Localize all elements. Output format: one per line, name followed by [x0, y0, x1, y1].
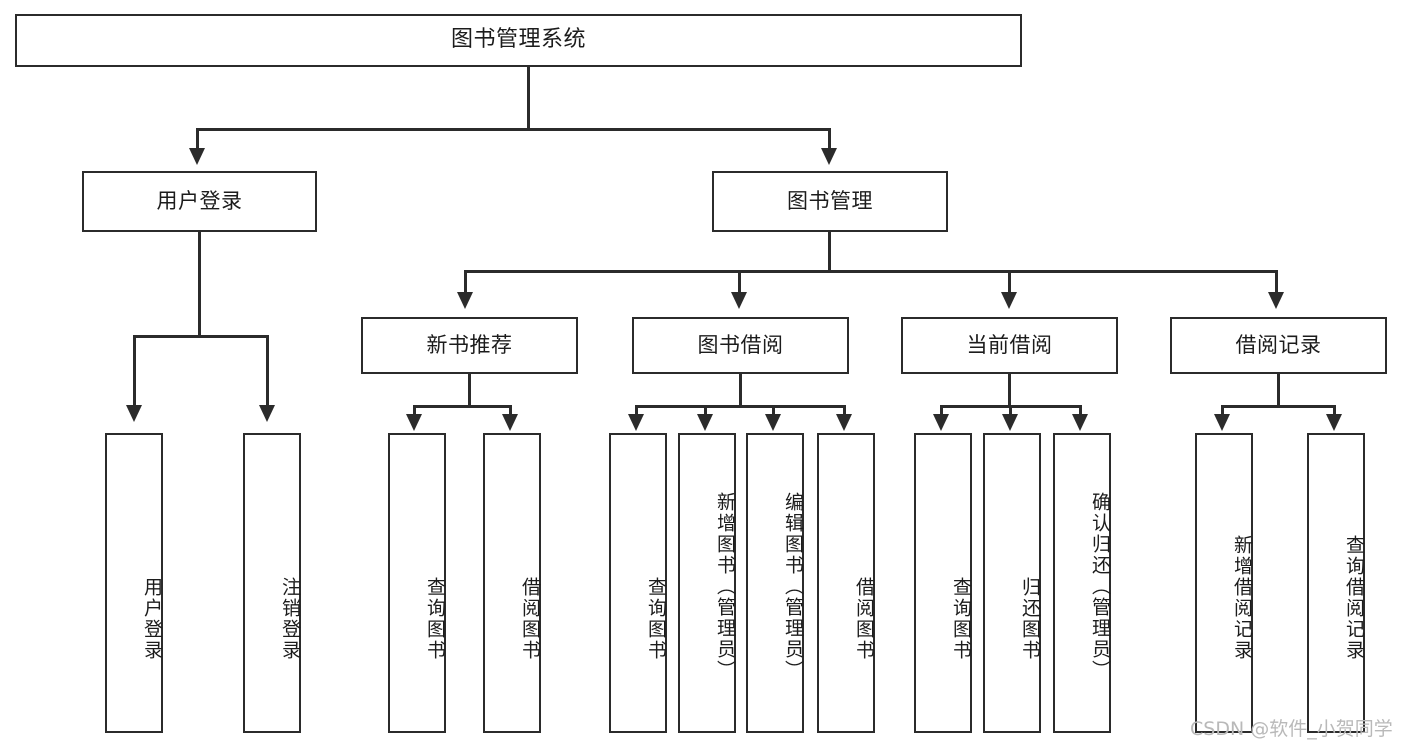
connector-user-login-stem — [198, 232, 201, 337]
arrowhead-leaf-borrow-book-1 — [502, 414, 518, 431]
connector-user-login-drop-2 — [266, 335, 269, 407]
connector-new-book-bus — [413, 405, 512, 408]
connector-book-manage-drop-1 — [464, 270, 467, 294]
arrowhead-user-login — [189, 148, 205, 165]
leaf-query-book-borrow[interactable]: 查询图书 — [609, 433, 667, 733]
leaf-borrow-book-borrow[interactable]: 借阅图书 — [817, 433, 875, 733]
arrowhead-leaf-user-logout — [259, 405, 275, 422]
leaf-add-book-admin[interactable]: 新增图书（管理员） — [678, 433, 736, 733]
leaf-confirm-return-admin[interactable]: 确认归还（管理员） — [1053, 433, 1111, 733]
arrowhead-leaf-return-book — [1002, 414, 1018, 431]
arrowhead-leaf-query-book-3 — [933, 414, 949, 431]
arrowhead-leaf-confirm-return — [1072, 414, 1088, 431]
connector-borrow-record-stem — [1277, 374, 1280, 407]
arrowhead-leaf-borrow-book-2 — [836, 414, 852, 431]
connector-book-borrow-drop-1 — [635, 405, 638, 417]
leaf-return-book[interactable]: 归还图书 — [983, 433, 1041, 733]
connector-book-manage-bus — [464, 270, 1278, 273]
connector-root-stem — [527, 67, 530, 130]
node-borrow-record[interactable]: 借阅记录 — [1170, 317, 1387, 374]
arrowhead-new-book-rec — [457, 292, 473, 309]
connector-new-book-drop-1 — [413, 405, 416, 417]
connector-book-borrow-drop-4 — [843, 405, 846, 417]
node-book-borrow[interactable]: 图书借阅 — [632, 317, 849, 374]
connector-user-login-bus — [133, 335, 269, 338]
arrowhead-borrow-record — [1268, 292, 1284, 309]
connector-current-borrow-drop-3 — [1079, 405, 1082, 417]
connector-book-borrow-stem — [739, 374, 742, 407]
connector-book-borrow-drop-2 — [704, 405, 707, 417]
connector-root-to-book-manage — [828, 128, 831, 151]
leaf-user-login[interactable]: 用户登录 — [105, 433, 163, 733]
connector-user-login-drop-1 — [133, 335, 136, 407]
connector-root-bus — [196, 128, 831, 131]
arrowhead-leaf-add-record — [1214, 414, 1230, 431]
connector-root-to-user-login — [196, 128, 199, 151]
connector-current-borrow-drop-2 — [1009, 405, 1012, 417]
csdn-watermark: CSDN @软件_小贺同学 — [1190, 718, 1393, 740]
arrowhead-leaf-edit-book — [765, 414, 781, 431]
connector-book-manage-drop-4 — [1275, 270, 1278, 294]
arrowhead-leaf-query-book-2 — [628, 414, 644, 431]
leaf-query-borrow-record[interactable]: 查询借阅记录 — [1307, 433, 1365, 733]
leaf-user-logout[interactable]: 注销登录 — [243, 433, 301, 733]
connector-new-book-drop-2 — [509, 405, 512, 417]
connector-book-borrow-drop-3 — [772, 405, 775, 417]
leaf-borrow-book-recommend[interactable]: 借阅图书 — [483, 433, 541, 733]
arrowhead-leaf-user-login — [126, 405, 142, 422]
leaf-query-book-recommend[interactable]: 查询图书 — [388, 433, 446, 733]
node-book-management[interactable]: 图书管理 — [712, 171, 948, 232]
connector-book-manage-drop-3 — [1008, 270, 1011, 294]
connector-borrow-record-bus — [1221, 405, 1336, 408]
connector-borrow-record-drop-2 — [1333, 405, 1336, 417]
node-new-book-recommend[interactable]: 新书推荐 — [361, 317, 578, 374]
arrowhead-current-borrow — [1001, 292, 1017, 309]
connector-borrow-record-drop-1 — [1221, 405, 1224, 417]
arrowhead-leaf-query-record — [1326, 414, 1342, 431]
arrowhead-book-manage — [821, 148, 837, 165]
connector-book-manage-drop-2 — [738, 270, 741, 294]
connector-new-book-stem — [468, 374, 471, 407]
leaf-query-book-current[interactable]: 查询图书 — [914, 433, 972, 733]
connector-current-borrow-drop-1 — [940, 405, 943, 417]
arrowhead-book-borrow — [731, 292, 747, 309]
leaf-add-borrow-record[interactable]: 新增借阅记录 — [1195, 433, 1253, 733]
leaf-edit-book-admin[interactable]: 编辑图书（管理员） — [746, 433, 804, 733]
connector-book-borrow-bus — [635, 405, 846, 408]
node-user-login[interactable]: 用户登录 — [82, 171, 317, 232]
connector-current-borrow-stem — [1008, 374, 1011, 407]
arrowhead-leaf-add-book — [697, 414, 713, 431]
connector-book-manage-stem — [828, 232, 831, 272]
node-current-borrow[interactable]: 当前借阅 — [901, 317, 1118, 374]
node-root-book-management-system[interactable]: 图书管理系统 — [15, 14, 1022, 67]
arrowhead-leaf-query-book-1 — [406, 414, 422, 431]
